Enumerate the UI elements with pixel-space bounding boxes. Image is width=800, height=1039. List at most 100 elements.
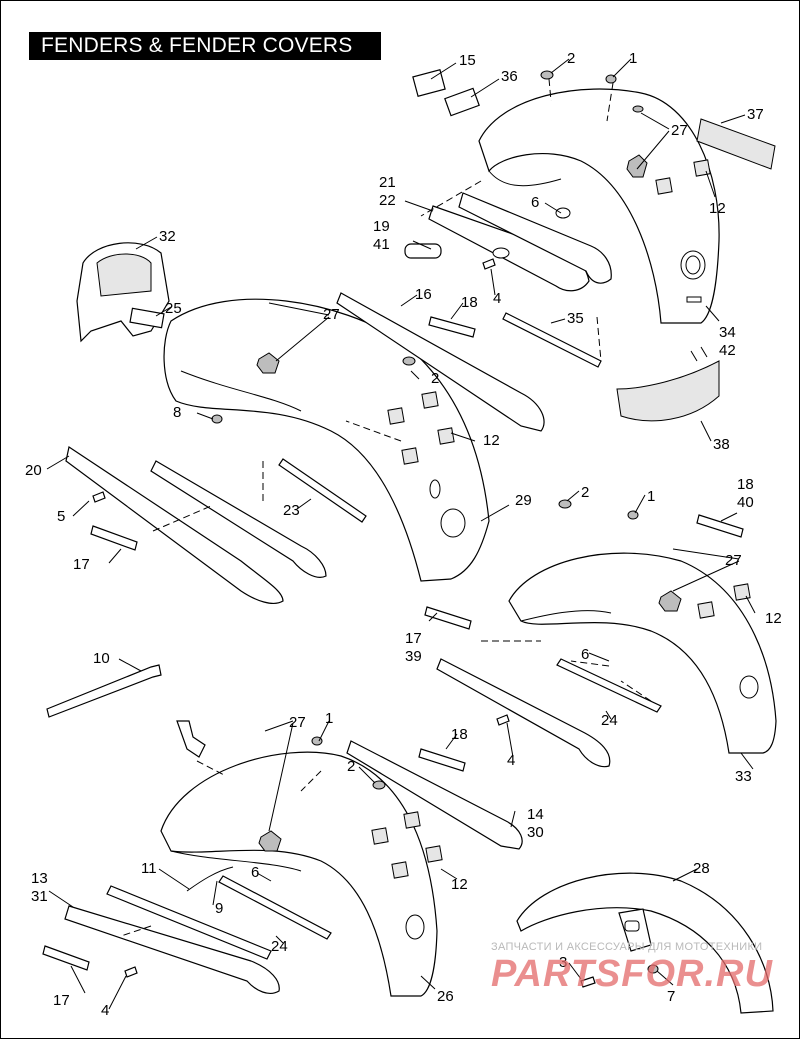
callout-34: 34 — [719, 324, 736, 341]
callout-27d: 27 — [289, 714, 306, 731]
screw-8 — [211, 414, 223, 424]
watermark-brand: PARTSFOR.RU — [491, 953, 773, 995]
plate-17-mid — [424, 606, 472, 630]
callout-20: 20 — [25, 462, 42, 479]
plug-2-top — [540, 70, 554, 80]
front-fender-28 — [516, 872, 774, 1014]
callout-1: 1 — [629, 50, 637, 67]
plug-2-right — [558, 499, 572, 509]
callout-2: 2 — [567, 50, 575, 67]
rod-23 — [278, 458, 367, 523]
callout-28: 28 — [693, 860, 710, 877]
plate-17-low — [42, 945, 90, 971]
callout-22: 22 — [379, 192, 396, 209]
pad-15 — [412, 68, 446, 98]
strap-10 — [46, 664, 162, 718]
callout-9: 9 — [215, 900, 223, 917]
callout-27c: 27 — [725, 552, 742, 569]
rail-20-inner — [150, 460, 327, 578]
support-rail-21 — [428, 192, 612, 292]
callout-25: 25 — [165, 300, 182, 317]
callout-33: 33 — [735, 768, 752, 785]
screw-4-low — [124, 966, 138, 978]
callout-6c: 6 — [251, 864, 259, 881]
callout-16: 16 — [415, 286, 432, 303]
rear-fender-33 — [508, 552, 777, 754]
page-title: FENDERS & FENDER COVERS — [29, 32, 381, 60]
callout-19: 19 — [373, 218, 390, 235]
screw-4-top — [482, 258, 496, 270]
callout-12: 12 — [709, 200, 726, 217]
rail-13 — [64, 905, 280, 994]
callout-27b: 27 — [323, 306, 340, 323]
rail-14 — [346, 740, 523, 850]
callout-35: 35 — [567, 310, 584, 327]
callout-4b: 4 — [507, 752, 515, 769]
callout-15: 15 — [459, 52, 476, 69]
callout-40: 40 — [737, 494, 754, 511]
rail-24-mid — [436, 658, 611, 768]
callout-27: 27 — [671, 122, 688, 139]
callout-2d: 2 — [347, 758, 355, 775]
callout-7: 7 — [667, 988, 675, 1005]
rear-fender-29 — [163, 298, 490, 582]
callout-17b: 17 — [405, 630, 422, 647]
callout-12b: 12 — [483, 432, 500, 449]
rail-13-inner — [106, 885, 272, 960]
screw-5 — [92, 491, 106, 503]
watermark: ЗАПЧАСТИ И АКСЕССУАРЫ ДЛЯ МОТОТЕХНИКИ PA… — [471, 941, 791, 1001]
callout-36: 36 — [501, 68, 518, 85]
callout-13: 13 — [31, 870, 48, 887]
callout-12d: 12 — [451, 876, 468, 893]
callout-18b: 18 — [737, 476, 754, 493]
callout-12c: 12 — [765, 610, 782, 627]
plate-18-low — [418, 748, 466, 772]
license-bracket-32 — [76, 242, 170, 343]
rod-24-low — [218, 875, 332, 940]
callout-31: 31 — [31, 888, 48, 905]
callout-26: 26 — [437, 988, 454, 1005]
rod-35 — [502, 312, 602, 368]
plate-18-top — [428, 316, 476, 338]
callout-30: 30 — [527, 824, 544, 841]
callout-24: 24 — [601, 712, 618, 729]
callout-41: 41 — [373, 236, 390, 253]
strip-37 — [696, 118, 776, 170]
callout-6: 6 — [531, 194, 539, 211]
screw-3 — [580, 976, 596, 988]
callout-10: 10 — [93, 650, 110, 667]
callout-17: 17 — [73, 556, 90, 573]
washer-27-top — [632, 105, 644, 113]
callout-18: 18 — [461, 294, 478, 311]
callout-1b: 1 — [647, 488, 655, 505]
rail-16 — [336, 292, 545, 432]
bracket-clip — [176, 720, 206, 758]
nut-7 — [647, 964, 659, 974]
callout-17c: 17 — [53, 992, 70, 1009]
plate-18-right — [696, 514, 744, 538]
callout-4: 4 — [493, 290, 501, 307]
callout-14: 14 — [527, 806, 544, 823]
callout-2c: 2 — [581, 484, 589, 501]
callout-1c: 1 — [325, 710, 333, 727]
rear-fender-26 — [160, 751, 443, 997]
callout-42: 42 — [719, 342, 736, 359]
pad-19 — [404, 243, 442, 259]
callout-18c: 18 — [451, 726, 468, 743]
plug-2-mid — [402, 356, 416, 366]
rail-20 — [65, 446, 284, 604]
rod-24-mid — [556, 658, 662, 713]
callout-4c: 4 — [101, 1002, 109, 1019]
plug-2-low — [372, 780, 386, 790]
plate-17-left — [90, 525, 138, 551]
trim-38 — [616, 360, 720, 422]
callout-2b: 2 — [431, 370, 439, 387]
pad-36 — [444, 87, 480, 117]
callout-29: 29 — [515, 492, 532, 509]
callout-8: 8 — [173, 404, 181, 421]
callout-38: 38 — [713, 436, 730, 453]
callout-11: 11 — [141, 860, 157, 877]
callout-5: 5 — [57, 508, 65, 525]
